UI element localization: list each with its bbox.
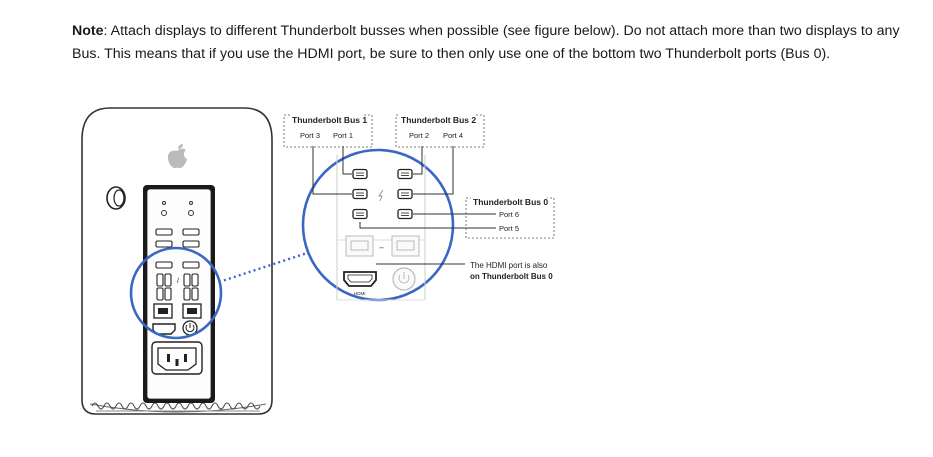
note-text: : Attach displays to different Thunderbo…: [72, 23, 900, 62]
bus2-port-b: Port 4: [443, 131, 463, 140]
hdmi-note: The HDMI port is also on Thunderbolt Bus…: [470, 261, 553, 281]
hdmi-port-label: HDMI: [354, 291, 366, 296]
apple-logo-icon: [167, 144, 187, 169]
power-icon: [392, 267, 416, 291]
panel-hdmi-port: [152, 323, 176, 335]
side-power-button: [106, 186, 126, 210]
leader-lines: [312, 146, 496, 265]
bus1-port-b: Port 1: [333, 131, 353, 140]
bus0-port-b: Port 5: [499, 224, 519, 233]
bus2-label: Thunderbolt Bus 2 Port 2 Port 4: [395, 114, 485, 148]
bus1-label: Thunderbolt Bus 1 Port 3 Port 1: [283, 114, 373, 148]
bus2-title: Thunderbolt Bus 2: [401, 115, 476, 125]
svg-text:↔: ↔: [378, 244, 385, 251]
zoom-connector: [218, 250, 311, 284]
note-label: Note: [72, 23, 104, 39]
ac-power-icon: [151, 341, 203, 375]
audio-jack-icon: [161, 201, 194, 216]
bus0-port-a: Port 6: [499, 210, 519, 219]
hdmi-port-icon: HDMI: [343, 271, 377, 296]
bus0-title: Thunderbolt Bus 0: [473, 197, 548, 207]
svg-text:/: /: [177, 278, 179, 285]
note-paragraph: Note: Attach displays to different Thund…: [72, 20, 912, 66]
panel-thunderbolt-ports: /: [155, 261, 200, 301]
panel-ethernet-ports: [153, 303, 202, 319]
ethernet-icon: ↔: [345, 235, 420, 257]
small-highlight-circle: [129, 246, 223, 340]
hdmi-note-line1: The HDMI port is also: [470, 261, 548, 270]
io-panel: /: [143, 185, 215, 403]
bus1-title: Thunderbolt Bus 1: [292, 115, 367, 125]
zoom-panel-detail: ↔ HDMI: [336, 155, 426, 301]
bottom-vent: [91, 402, 261, 412]
bus2-port-a: Port 2: [409, 131, 429, 140]
zoom-circle: [301, 148, 455, 302]
bus1-port-a: Port 3: [300, 131, 320, 140]
bus0-label: Thunderbolt Bus 0 Port 6 Port 5: [465, 196, 555, 239]
thunderbolt-icon: [378, 189, 384, 202]
hdmi-note-line2: on Thunderbolt Bus 0: [470, 272, 553, 281]
